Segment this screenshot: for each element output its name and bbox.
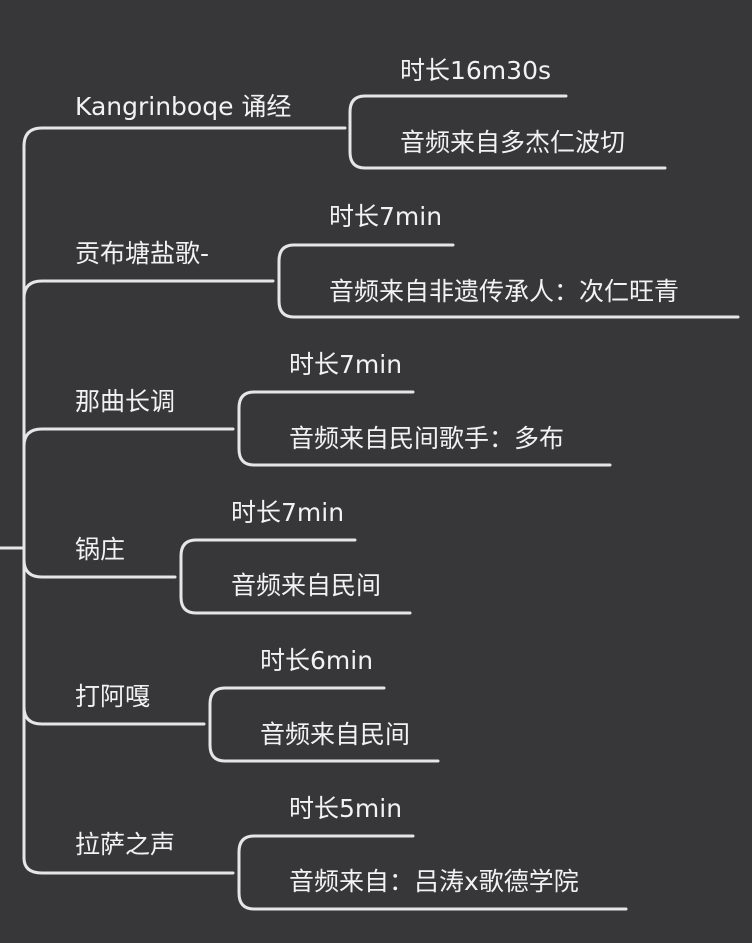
branch-6-topic-line [22, 856, 235, 875]
branch-2-duration: 时长7min [329, 202, 443, 231]
branch-5-duration: 时长6min [260, 646, 374, 675]
branch-5-bracket [208, 686, 227, 763]
branch-2-topic-line [22, 279, 275, 300]
branch-4-topic: 锅庄 [75, 535, 126, 564]
branch-6-source: 音频来自：吕涛x歌德学院 [289, 867, 579, 896]
branch-4-topic-line [22, 558, 177, 579]
branch-6-duration: 时长5min [289, 794, 403, 823]
branch-1-topic: Kangrinboqe 诵经 [75, 92, 292, 121]
branch-1-bracket [348, 94, 367, 170]
branch-3-topic: 那曲长调 [75, 387, 176, 416]
branch-5-source: 音频来自民间 [260, 720, 411, 749]
branch-1-source: 音频来自多杰仁波切 [400, 128, 626, 157]
branch-2-topic: 贡布塘盐歌- [75, 239, 210, 268]
branch-6-bracket [237, 834, 256, 911]
branch-6-topic: 拉萨之声 [75, 830, 176, 859]
branch-5-topic-line [22, 705, 206, 726]
branch-1-duration: 时长16m30s [400, 56, 552, 85]
branch-1-topic-line [22, 126, 347, 148]
branch-5-topic: 打阿嘎 [75, 682, 151, 711]
branch-2-source: 音频来自非遗传承人：次仁旺青 [329, 277, 680, 306]
branch-4-bracket [179, 538, 198, 615]
branch-2-bracket [277, 243, 296, 319]
branch-3-topic-line [22, 427, 235, 448]
branch-4-source: 音频来自民间 [231, 571, 382, 600]
branch-3-bracket [237, 390, 256, 467]
branch-4-duration: 时长7min [231, 498, 345, 527]
branch-3-duration: 时长7min [289, 350, 403, 379]
branch-3-source: 音频来自民间歌手：多布 [289, 424, 565, 453]
